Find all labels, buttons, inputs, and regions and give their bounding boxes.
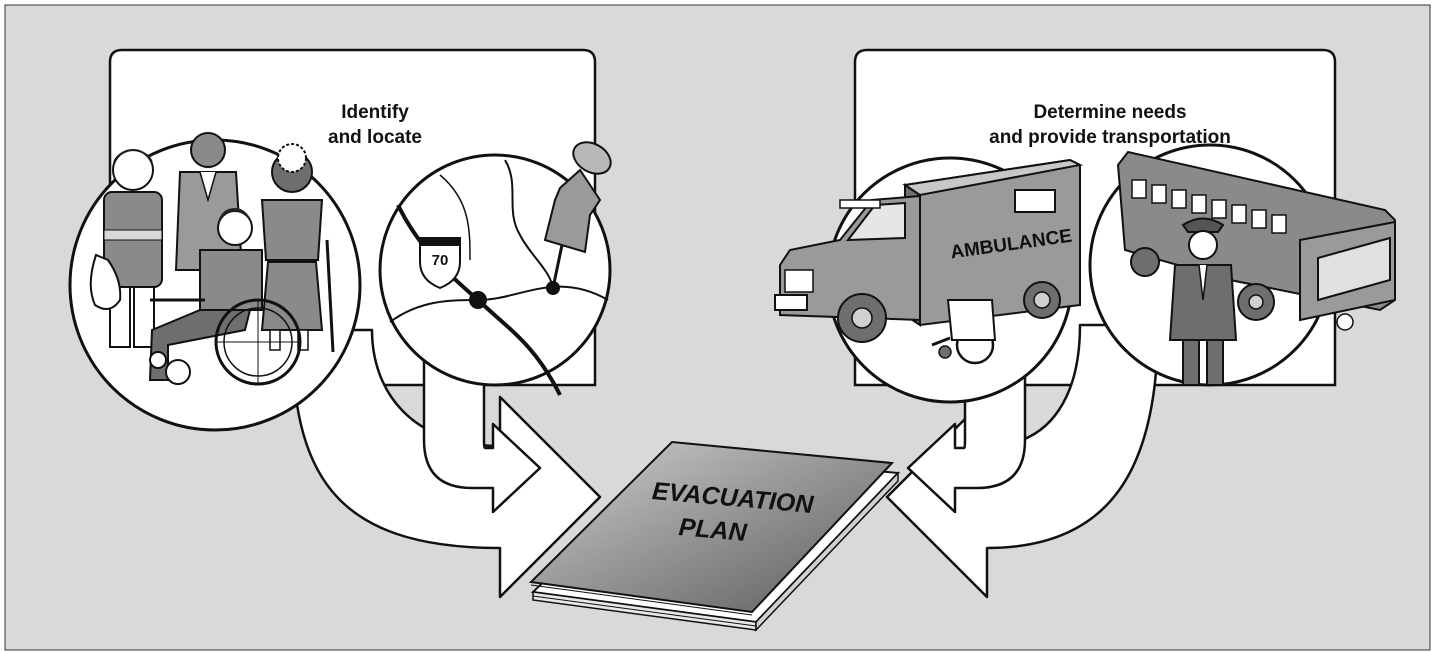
panel-title-identify: Identify and locate	[250, 100, 500, 150]
book-title-line2: PLAN	[678, 513, 749, 547]
panel-title-right-line1: Determine needs	[1033, 102, 1187, 123]
highway-shield-number: 70	[432, 252, 449, 269]
arrow-map-to-plan	[422, 338, 542, 514]
bus-driver-icon	[1168, 217, 1238, 386]
map-pin-icon	[543, 141, 612, 289]
book-icon	[528, 440, 901, 632]
highway-shield-icon	[419, 237, 461, 290]
panel-title-left-line2: and locate	[328, 127, 422, 148]
panel-title-left-line1: Identify	[341, 102, 409, 123]
panel-title-needs: Determine needs and provide transportati…	[900, 100, 1320, 150]
wheelchair-icon	[148, 208, 302, 386]
panel-title-right-line2: and provide transportation	[989, 127, 1231, 148]
ambulance-icon	[774, 158, 1084, 365]
bus-icon	[1116, 150, 1396, 331]
